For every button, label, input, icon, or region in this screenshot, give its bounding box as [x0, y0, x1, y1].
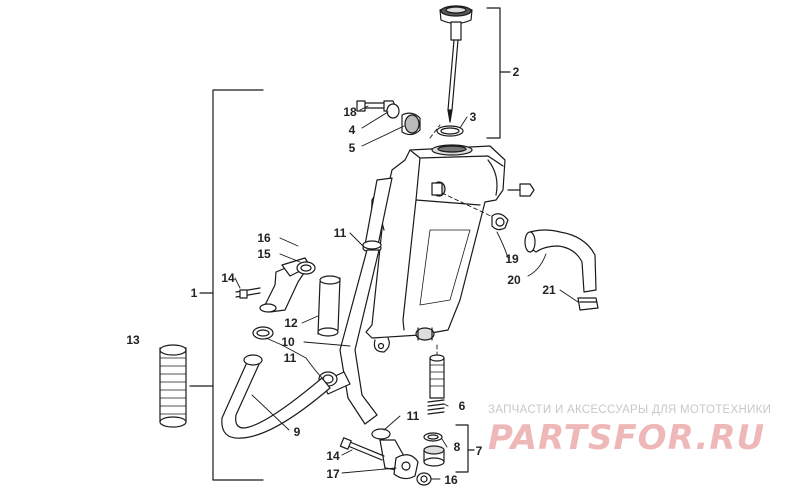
- callout-1: 1: [190, 286, 198, 300]
- bracket-7: [455, 424, 469, 473]
- hose-20: [491, 213, 597, 293]
- callout-6: 6: [458, 399, 466, 413]
- callout-12: 12: [284, 316, 298, 330]
- callout-5: 5: [348, 141, 356, 155]
- callout-21: 21: [542, 283, 556, 297]
- callout-17: 17: [326, 467, 340, 481]
- bracket-2: [486, 7, 501, 139]
- callout-20: 20: [507, 273, 521, 287]
- dipstick-rod: [447, 39, 459, 111]
- drain-plug-7: [423, 445, 445, 467]
- callout-10: 10: [281, 335, 295, 349]
- hose-9: [221, 354, 331, 439]
- elbow-15: [259, 257, 311, 313]
- callout-13: 13: [126, 333, 140, 347]
- gasket-16-bottom: [416, 472, 432, 486]
- callout-14-bottom: 14: [326, 449, 340, 463]
- mount-hardware: [356, 100, 421, 136]
- watermark-logo-part2: FOR: [613, 418, 696, 458]
- bolt-14-bottom: [347, 441, 385, 461]
- callout-11-bottom: 11: [406, 409, 420, 423]
- vent-fitting: [507, 183, 535, 197]
- callout-14-top: 14: [221, 271, 235, 285]
- callout-18: 18: [343, 105, 357, 119]
- hose-12: [317, 275, 341, 337]
- bracket-1: [212, 89, 264, 481]
- callout-15: 15: [257, 247, 271, 261]
- o-ring-3: [436, 125, 464, 137]
- callout-3: 3: [469, 110, 477, 124]
- dipstick-cap: [439, 5, 473, 41]
- cap-21: [577, 297, 599, 311]
- callout-4: 4: [348, 123, 356, 137]
- watermark-logo-part3: .RU: [695, 418, 766, 458]
- callout-11-top: 11: [333, 226, 347, 240]
- watermark-tagline: ЗАПЧАСТИ И АКСЕССУАРЫ ДЛЯ МОТОТЕХНИКИ: [488, 404, 772, 416]
- washer-8: [423, 432, 443, 442]
- lower-fitting-17: [371, 428, 419, 480]
- spring-13: [159, 344, 187, 428]
- watermark-logo-part1: PARTS: [488, 418, 614, 458]
- callout-11-mid: 11: [283, 351, 297, 365]
- callout-2: 2: [512, 65, 520, 79]
- oil-tank: [365, 144, 506, 353]
- clamp-11-left: [252, 326, 274, 340]
- screen-6: [427, 354, 445, 415]
- callout-16-bottom: 16: [444, 473, 458, 487]
- callout-19: 19: [505, 252, 519, 266]
- callout-7: 7: [475, 444, 483, 458]
- watermark-logo: PARTSFOR.RU: [488, 418, 765, 458]
- gasket-16-top: [296, 261, 316, 275]
- callout-9: 9: [293, 425, 301, 439]
- callout-8: 8: [453, 440, 461, 454]
- callout-16-top: 16: [257, 231, 271, 245]
